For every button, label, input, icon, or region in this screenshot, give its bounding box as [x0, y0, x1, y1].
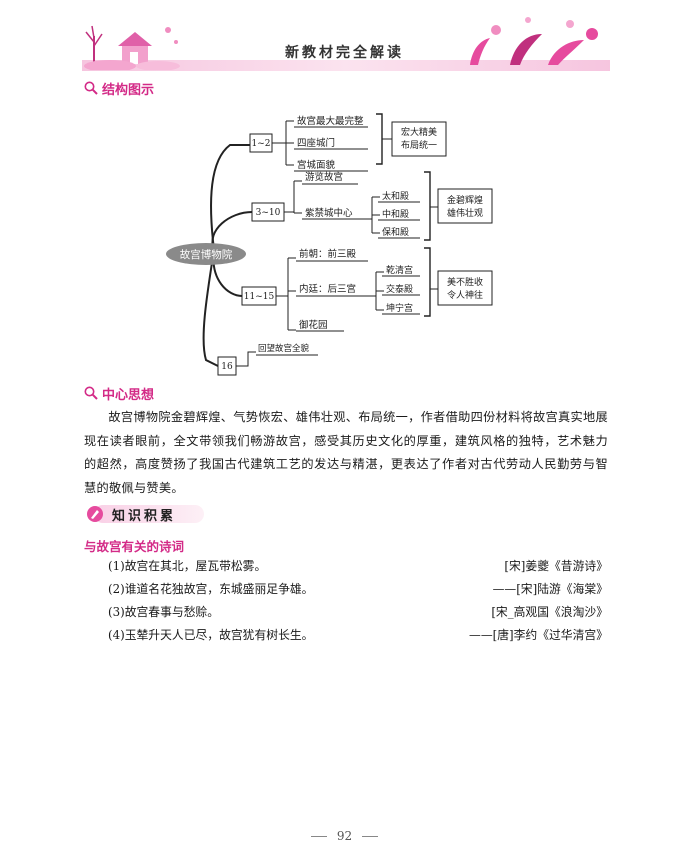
magnifier-icon — [84, 386, 98, 400]
structure-diagram: 故宫博物院 1~2 故宫最大最完整 四座城门 宫城面貌 宏大精美 布局统一 3~… — [166, 113, 493, 376]
section-title-knowledge: 知识积累 — [112, 509, 177, 524]
root-node — [166, 243, 246, 265]
plant-decoration-icon — [470, 17, 598, 65]
branch3-item-3: 御花园 — [299, 319, 328, 331]
branch1-item-3: 宫城面貌 — [297, 159, 336, 171]
section-title-central: 中心思想 — [102, 388, 155, 403]
header-band — [82, 60, 610, 71]
poem-source: [宋]姜夔《昔游诗》 — [504, 559, 608, 573]
knowledge-pill — [94, 505, 204, 523]
page-header: 新教材完全解读 — [0, 0, 689, 82]
branch2-item-2: 紫禁城中心 — [305, 207, 353, 219]
branch1-summary-1: 宏大精美 — [401, 126, 437, 138]
range-label-4: 16 — [221, 362, 233, 372]
poem-line: (3)故宫春事与愁赊。 — [108, 605, 220, 619]
poem-source: ——[宋]陆游《海棠》 — [492, 582, 608, 596]
range-label-3: 11~15 — [244, 292, 275, 302]
magnifier-icon — [84, 81, 98, 95]
poem-source: [宋_高观国《浪淘沙》 — [491, 605, 608, 619]
branch1-item-2: 四座城门 — [297, 137, 335, 149]
poem-row: (4)玉辇升天人已尽，故宫犹有树长生。 ——[唐]李约《过华清宫》 — [108, 626, 608, 646]
branch2-sub-2: 中和殿 — [382, 208, 409, 220]
branch3-item-2: 内廷：后三宫 — [299, 283, 356, 295]
page-number-value: 92 — [336, 829, 353, 843]
branch3-summary-1: 美不胜收 — [447, 276, 483, 288]
branch3-sub-2: 交泰殿 — [386, 283, 413, 295]
poem-row: (3)故宫春事与愁赊。 [宋_高观国《浪淘沙》 — [108, 603, 608, 623]
range-label-1: 1~2 — [252, 139, 271, 149]
poem-line: (1)故宫在其北，屋瓦带松雾。 — [108, 559, 267, 573]
branch2-sub-1: 太和殿 — [382, 190, 409, 202]
branch1-summary-2: 布局统一 — [401, 139, 437, 151]
poem-line: (2)谁道名花独故宫，东城盛丽足争雄。 — [108, 582, 314, 596]
branch2-item-1: 游览故宫 — [305, 171, 343, 183]
knowledge-banner: 知识积累 — [82, 503, 212, 525]
poem-row: (2)谁道名花独故宫，东城盛丽足争雄。 ——[宋]陆游《海棠》 — [108, 580, 608, 600]
poem-line: (4)玉辇升天人已尽，故宫犹有树长生。 — [108, 628, 314, 642]
branch4-item-1: 回望故宫全貌 — [258, 343, 310, 354]
poem-row: (1)故宫在其北，屋瓦带松雾。 [宋]姜夔《昔游诗》 — [108, 557, 608, 577]
range-label-2: 3~10 — [256, 208, 281, 218]
root-label: 故宫博物院 — [180, 248, 233, 261]
branch3-summary-2: 令人神往 — [447, 289, 483, 301]
section-title-structure: 结构图示 — [102, 83, 155, 98]
central-paragraph: 故宫博物院金碧辉煌、气势恢宏、雄伟壮观、布局统一，作者借助四份材料将故宫真实地展… — [84, 410, 608, 495]
header-title: 新教材完全解读 — [285, 45, 404, 61]
branch1-item-1: 故宫最大最完整 — [297, 115, 364, 127]
poems-heading: 与故宫有关的诗词 — [84, 539, 185, 554]
page-number: 92 — [0, 829, 689, 843]
branch2-summary-2: 雄伟壮观 — [447, 207, 483, 219]
branch3-item-1: 前朝：前三殿 — [299, 248, 357, 260]
branch2-summary-1: 金碧辉煌 — [447, 194, 483, 206]
poem-source: ——[唐]李约《过华清宫》 — [469, 628, 608, 642]
house-decoration-icon — [84, 25, 180, 70]
branch2-sub-3: 保和殿 — [382, 226, 409, 238]
branch3-sub-3: 坤宁宫 — [386, 302, 413, 314]
branch3-sub-1: 乾清宫 — [386, 264, 413, 276]
pen-icon — [87, 506, 103, 522]
